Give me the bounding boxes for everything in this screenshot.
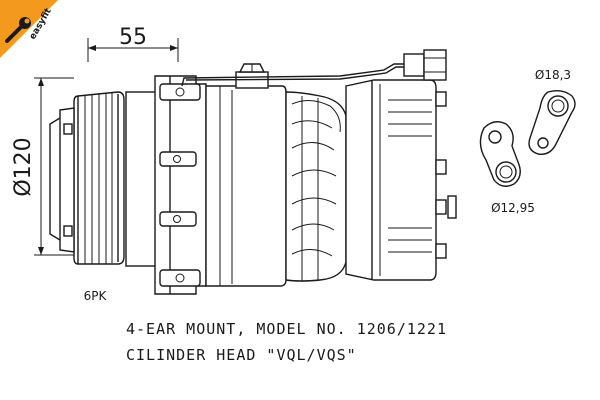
rear-bolt xyxy=(435,159,447,175)
rear-stud xyxy=(447,195,457,219)
logo-corner-badge xyxy=(0,0,58,58)
width-dimension: 55 xyxy=(87,25,179,62)
port-flanges: Ø18,3 Ø12,95 xyxy=(479,68,576,215)
wrench-icon xyxy=(5,17,31,43)
rear-bolt xyxy=(435,91,447,107)
diameter-label: Ø120 xyxy=(11,137,36,196)
mount-ear-bottom xyxy=(159,269,201,287)
rear-bolt xyxy=(435,199,447,215)
port-large-label: Ø18,3 xyxy=(535,68,571,82)
port-flange-large: Ø18,3 xyxy=(528,68,576,155)
connector-housing xyxy=(403,53,425,77)
pulley: 6PK xyxy=(49,91,125,303)
port-small-label: Ø12,95 xyxy=(491,201,535,215)
connector-plug xyxy=(423,49,447,81)
mount-ear-mid-bottom xyxy=(159,211,197,227)
caption-line-1: 4-EAR MOUNT, MODEL NO. 1206/1221 xyxy=(126,320,447,338)
mount-ear-top xyxy=(159,83,201,101)
port-flange-small: Ø12,95 xyxy=(479,121,535,215)
front-housing xyxy=(125,75,207,295)
easyfit-logo: easyfit xyxy=(0,0,58,58)
wire-harness xyxy=(181,49,447,87)
mount-ear-mid-top xyxy=(159,151,197,167)
rear-bolt xyxy=(435,243,447,259)
caption-line-2: CILINDER HEAD "VQL/VQS" xyxy=(126,346,357,364)
compressor-body xyxy=(205,63,457,287)
diameter-dimension: Ø120 xyxy=(11,77,74,256)
pulley-label: 6PK xyxy=(84,289,108,303)
width-label: 55 xyxy=(119,25,147,50)
